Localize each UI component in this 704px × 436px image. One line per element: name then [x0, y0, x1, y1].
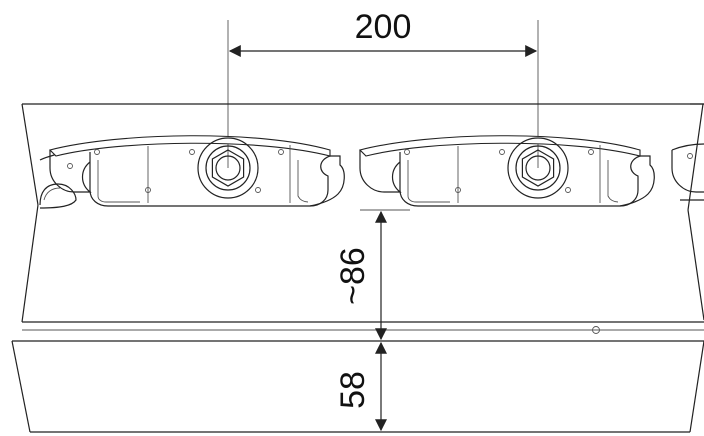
height-dimension-lower: 58 [334, 341, 387, 432]
height-upper-label: ~86 [334, 247, 372, 305]
profile-partial-left [39, 151, 77, 209]
profile-partial-right [671, 143, 704, 201]
reference-dot [592, 326, 600, 334]
height-dimension-upper: ~86 [334, 209, 410, 341]
profile-module-2 [359, 135, 655, 207]
pitch-dimension: 200 [227, 8, 539, 168]
profile-module-1 [49, 135, 345, 207]
pitch-label: 200 [355, 8, 412, 46]
height-lower-label: 58 [334, 371, 372, 409]
frame-outline [11, 103, 704, 433]
